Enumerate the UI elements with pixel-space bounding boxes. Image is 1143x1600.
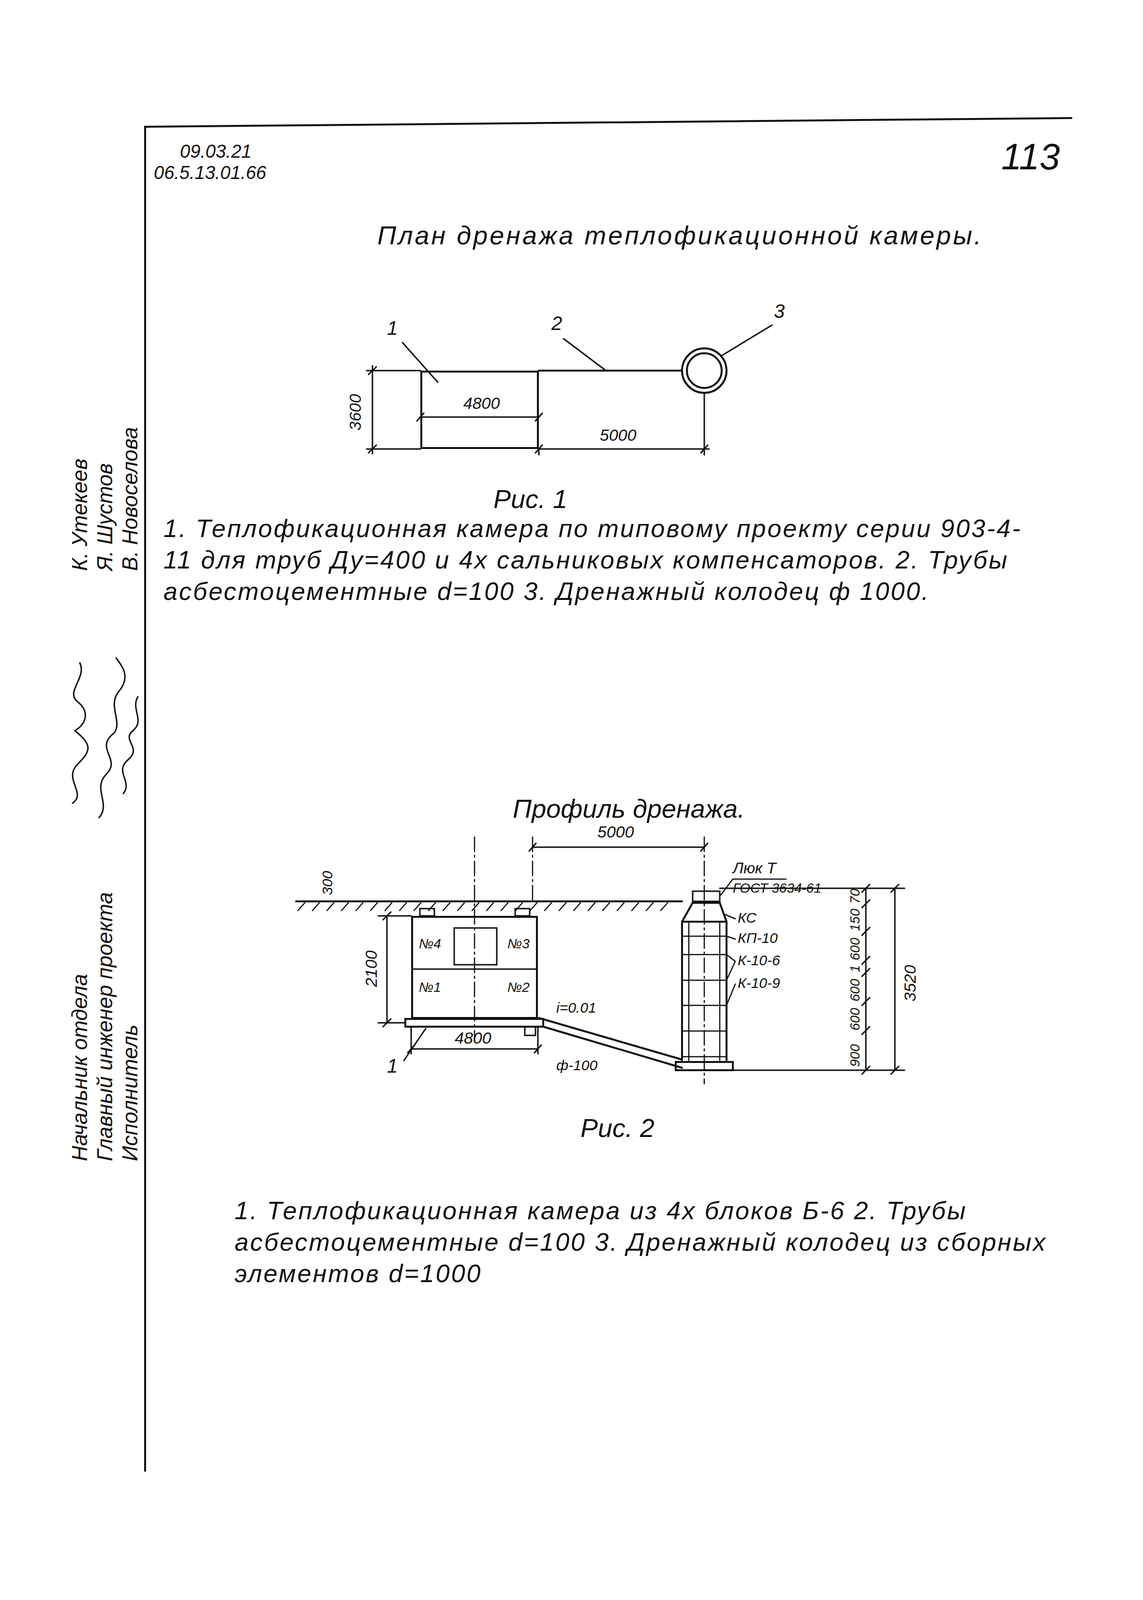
block-number: №2 xyxy=(507,979,530,995)
profile-drawing-part xyxy=(296,900,683,903)
element-mark: К-10-9 xyxy=(737,974,781,992)
sheet-title: План дренажа теплофикационной камеры. xyxy=(377,220,984,251)
stamp-name: В. Новоселова xyxy=(118,427,143,571)
sheet-border xyxy=(145,118,1072,1471)
dimension: 900 xyxy=(847,1043,863,1067)
profile-drawing-part xyxy=(682,935,727,1057)
stamp-role: Главный инженер проекта xyxy=(92,891,118,1161)
dimension: 150 xyxy=(847,908,863,932)
profile-drawing-part xyxy=(524,1026,536,1036)
stamp-signatures xyxy=(72,657,138,818)
profile-drawing-part xyxy=(412,968,537,970)
dimension: 1 xyxy=(847,964,863,973)
note-text: 1. Теплофикационная камера по типовому п… xyxy=(163,512,1044,608)
plan-drawing-part xyxy=(366,365,421,454)
profile-drawing-part xyxy=(378,911,412,1027)
profile-drawing-part xyxy=(474,836,705,1084)
chamber-section: №4 №3 №1 №2 xyxy=(411,915,538,1019)
element-mark: КП-10 xyxy=(737,929,778,947)
stamp-name: Я. Шустов xyxy=(92,462,118,571)
callout-number: 3 xyxy=(773,299,785,323)
dimension: 2100 xyxy=(361,950,381,987)
figure-caption: Рис. 1 xyxy=(493,483,568,514)
dimension: 5000 xyxy=(599,425,637,445)
dimension: 3520 xyxy=(900,964,920,1002)
profile-drawing-part xyxy=(515,908,530,916)
plan-drawing-part xyxy=(402,325,772,383)
profile-drawing-part xyxy=(403,1028,426,1061)
dimension: 3600 xyxy=(345,393,365,431)
plan-drawing-part xyxy=(538,392,710,455)
pipe-diameter: ф-100 xyxy=(556,1056,598,1074)
stamp-name: К. Утекеев xyxy=(67,458,93,571)
profile-drawing-part xyxy=(692,890,720,902)
callout-number: 1 xyxy=(386,1054,398,1077)
stamp-signatures-part xyxy=(122,696,138,794)
profile-drawing-part xyxy=(723,913,736,1006)
block-number: №4 xyxy=(418,935,442,952)
profile-drawing-part xyxy=(407,1026,542,1054)
plan-drawing-part xyxy=(682,348,727,393)
callout-number: 1 xyxy=(386,316,398,340)
sheet-code: 06.5.13.01.66 xyxy=(153,162,267,184)
note-text: 1. Теплофикационная камера из 4х блоков … xyxy=(234,1194,1057,1290)
profile-drawing-part xyxy=(682,902,727,922)
section-heading: Профиль дренажа. xyxy=(512,793,745,824)
page-number: 113 xyxy=(1001,135,1060,178)
plan-drawing-part xyxy=(416,413,543,421)
plan-drawing-part xyxy=(420,416,539,418)
stamp-role: Исполнитель xyxy=(118,1024,143,1161)
dimension: 5000 xyxy=(597,822,635,842)
dimension: 70 xyxy=(847,888,863,904)
dimension: 4800 xyxy=(454,1028,492,1048)
stamp-signatures-part xyxy=(99,657,125,818)
profile-drawing-part xyxy=(454,927,497,965)
profile-drawing-part xyxy=(688,921,720,1062)
dimension: 4800 xyxy=(463,393,501,413)
plan-drawing-part xyxy=(535,445,708,453)
dimension: 600 xyxy=(847,978,863,1002)
plan-drawing xyxy=(366,325,772,455)
profile-drawing-part xyxy=(529,843,708,851)
element-mark: Люк Т xyxy=(732,859,777,877)
sheet-code: 09.03.21 xyxy=(179,141,252,163)
profile-drawing-part xyxy=(297,902,668,911)
profile-drawing-part xyxy=(405,1018,544,1027)
plan-drawing-part xyxy=(686,353,722,388)
block-number: №1 xyxy=(418,979,442,995)
standard-ref: ГОСТ 3634-61 xyxy=(732,880,822,896)
stamp-signatures-part xyxy=(72,662,89,803)
element-mark: КС xyxy=(737,909,757,927)
profile-drawing-part xyxy=(861,884,870,1074)
pipe-slope: i=0.01 xyxy=(556,999,597,1017)
profile-drawing-part xyxy=(719,884,905,1074)
dimension: 300 xyxy=(319,870,337,895)
block-number: №3 xyxy=(507,935,530,952)
figure-caption: Рис. 2 xyxy=(580,1112,655,1143)
plan-drawing-part xyxy=(538,369,683,372)
dimension: 600 xyxy=(847,1007,863,1031)
profile-drawing-part xyxy=(675,1061,733,1070)
stamp-role: Начальник отдела xyxy=(67,973,93,1161)
callout-number: 2 xyxy=(551,311,563,335)
chamber-plan: 4800 xyxy=(420,370,539,449)
dimension: 600 xyxy=(847,937,863,961)
sheet-border-part xyxy=(145,118,1072,1471)
profile-drawing xyxy=(296,836,905,1084)
profile-drawing-part xyxy=(419,908,435,916)
profile-drawing-part xyxy=(682,921,727,1062)
element-mark: К-10-6 xyxy=(737,951,781,969)
plan-drawing-part xyxy=(368,366,377,453)
